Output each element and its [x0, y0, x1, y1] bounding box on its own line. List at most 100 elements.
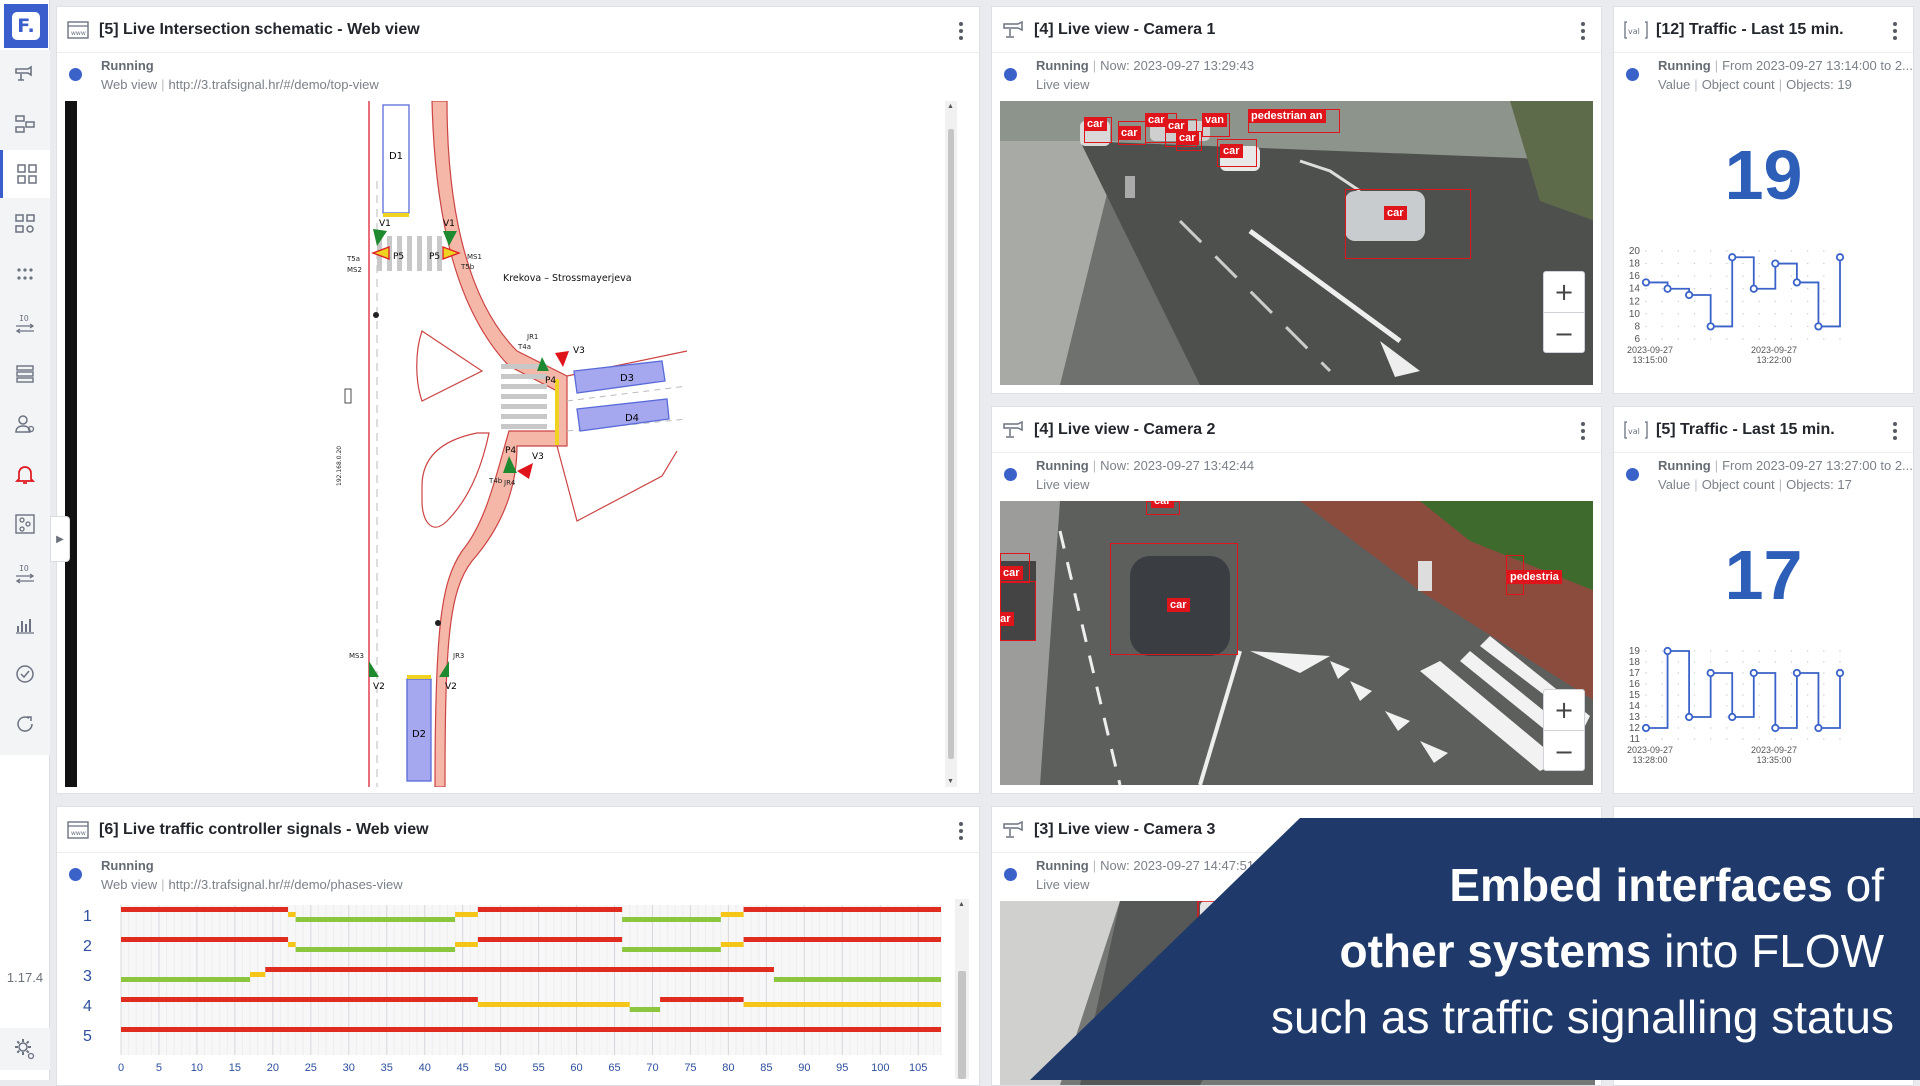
gauge-icon[interactable]	[0, 650, 50, 698]
camera-feed-2[interactable]: car car car pedestria car +−	[1000, 501, 1593, 785]
x-tick-label: 35	[381, 1062, 393, 1074]
grid-dot	[1661, 300, 1663, 302]
widget-menu-button[interactable]	[953, 20, 969, 42]
grid-dot	[1677, 672, 1680, 674]
bell-icon[interactable]	[0, 450, 50, 498]
grid-dot	[1661, 338, 1663, 340]
signal-phase-red	[743, 907, 941, 912]
grid-dot	[1693, 738, 1696, 740]
grid-dot	[1742, 661, 1744, 663]
detection-label: car	[1145, 113, 1168, 127]
signal-label-v2-b: V2	[445, 682, 457, 692]
status-indicator	[1626, 468, 1639, 481]
object-count: Objects: 19	[1786, 77, 1852, 92]
grid-dot	[1661, 716, 1663, 718]
widget-menu-button[interactable]	[1575, 20, 1591, 42]
grid-dot	[1823, 288, 1825, 290]
zoom-in-button[interactable]: +	[1544, 272, 1584, 313]
overlay-line-3: such as traffic signalling status	[1270, 991, 1894, 1043]
x-tick-label: 55	[532, 1062, 544, 1074]
series-line	[1646, 650, 1841, 729]
flow-logo[interactable]: F.	[4, 4, 48, 48]
video-device-icon[interactable]	[0, 50, 50, 98]
x-tick-label: 90	[798, 1062, 810, 1074]
widget-menu-button[interactable]	[1575, 420, 1591, 442]
sidebar-expand-toggle[interactable]: ▶	[50, 516, 70, 562]
scrollbar-thumb[interactable]	[958, 971, 966, 1079]
zoom-control[interactable]: +−	[1543, 271, 1585, 353]
grid-dot	[1742, 738, 1744, 740]
status-indicator	[69, 868, 82, 881]
zoom-in-button[interactable]: +	[1544, 690, 1584, 731]
grid-dot	[1790, 325, 1793, 328]
grid-dot	[1677, 300, 1680, 302]
overlay-line-1-bold: Embed interfaces	[1449, 859, 1833, 911]
widget-traffic-signals: www [6] Live traffic controller signals …	[56, 806, 980, 1086]
status-text: Running	[1036, 458, 1089, 473]
grid-dot	[1645, 672, 1647, 674]
time-range: From 2023-09-27 13:14:00 to 2...	[1722, 58, 1913, 73]
users-icon[interactable]	[0, 400, 50, 448]
scrollbar-thumb[interactable]	[948, 129, 954, 759]
widget-title: [4] Live view - Camera 2	[1034, 420, 1216, 438]
x-tick-label: 10	[191, 1062, 203, 1074]
zoom-out-button[interactable]: −	[1553, 737, 1575, 766]
grid-dot	[1709, 250, 1712, 252]
detection-label: car	[1220, 144, 1243, 158]
widget-title: [5] Live Intersection schematic - Web vi…	[99, 20, 420, 38]
grid-dot	[1790, 672, 1793, 674]
grid-dot	[1645, 683, 1647, 685]
zoom-out-button[interactable]: −	[1553, 319, 1575, 348]
grid-dot	[1790, 300, 1793, 302]
io-arrows-2-icon[interactable]: IO	[0, 550, 50, 598]
grid-dot	[1693, 683, 1696, 685]
widget-menu-button[interactable]	[1887, 420, 1903, 442]
grid-dot	[1742, 250, 1744, 252]
grid-dot	[1661, 325, 1663, 328]
grid-dot	[1693, 672, 1696, 674]
object-label: Object count	[1701, 477, 1775, 492]
widget-header: [4] Live view - Camera 2	[992, 407, 1601, 453]
bar-chart-icon[interactable]	[0, 600, 50, 648]
web-view-scrollbar[interactable]: ▲ ▼	[945, 101, 957, 787]
widget-status: Running|Now: 2023-09-27 13:29:43 Live vi…	[992, 53, 1601, 95]
grid-dot	[1726, 727, 1728, 729]
list-icon[interactable]	[0, 350, 50, 398]
signal-phase-red	[121, 907, 289, 912]
zoom-control[interactable]: +−	[1543, 689, 1585, 771]
widget-menu-button[interactable]	[1887, 20, 1903, 42]
grid-dot	[1693, 338, 1696, 340]
grid-dot	[1693, 300, 1696, 302]
grid-dot	[1742, 650, 1744, 652]
grid-dot	[1677, 727, 1680, 729]
grid-dots-icon[interactable]	[0, 250, 50, 298]
refresh-icon[interactable]	[0, 700, 50, 748]
grid-dot	[1758, 727, 1760, 729]
y-tick-label: 11	[1630, 734, 1641, 745]
device-config-icon[interactable]	[0, 200, 50, 248]
x-tick-label: 2023-09-27	[1751, 745, 1797, 755]
grid-dot	[1790, 275, 1793, 277]
status-text: Running	[101, 858, 154, 873]
sensor-label-t5a: T5a	[346, 255, 360, 263]
grid-dot	[1823, 650, 1825, 652]
x-tick-label: 50	[495, 1062, 507, 1074]
value-icon: val	[1624, 420, 1648, 440]
io-arrows-icon[interactable]: IO	[0, 300, 50, 348]
time-range: From 2023-09-27 13:27:00 to 2...	[1722, 458, 1913, 473]
status-indicator	[1004, 468, 1017, 481]
sensor-label-jr4: JR4	[503, 479, 516, 487]
widget-menu-button[interactable]	[953, 820, 969, 842]
signal-label-p5-b: P5	[429, 252, 440, 262]
data-point	[1663, 284, 1672, 293]
settings-button[interactable]	[0, 1028, 50, 1070]
camera-feed-1[interactable]: car car car car van car pedestrian an ca…	[1000, 101, 1593, 385]
signals-scrollbar[interactable]: ▲	[955, 899, 969, 1079]
sliders-icon[interactable]	[0, 500, 50, 548]
widget-status: Running Web view|http://3.trafsignal.hr/…	[57, 53, 979, 95]
x-tick-label: 20	[267, 1062, 279, 1074]
sensor-label-ms2: MS2	[347, 266, 362, 274]
x-tick-label: 80	[722, 1062, 734, 1074]
dashboard-icon[interactable]	[0, 100, 50, 148]
widgets-icon[interactable]	[0, 150, 50, 198]
